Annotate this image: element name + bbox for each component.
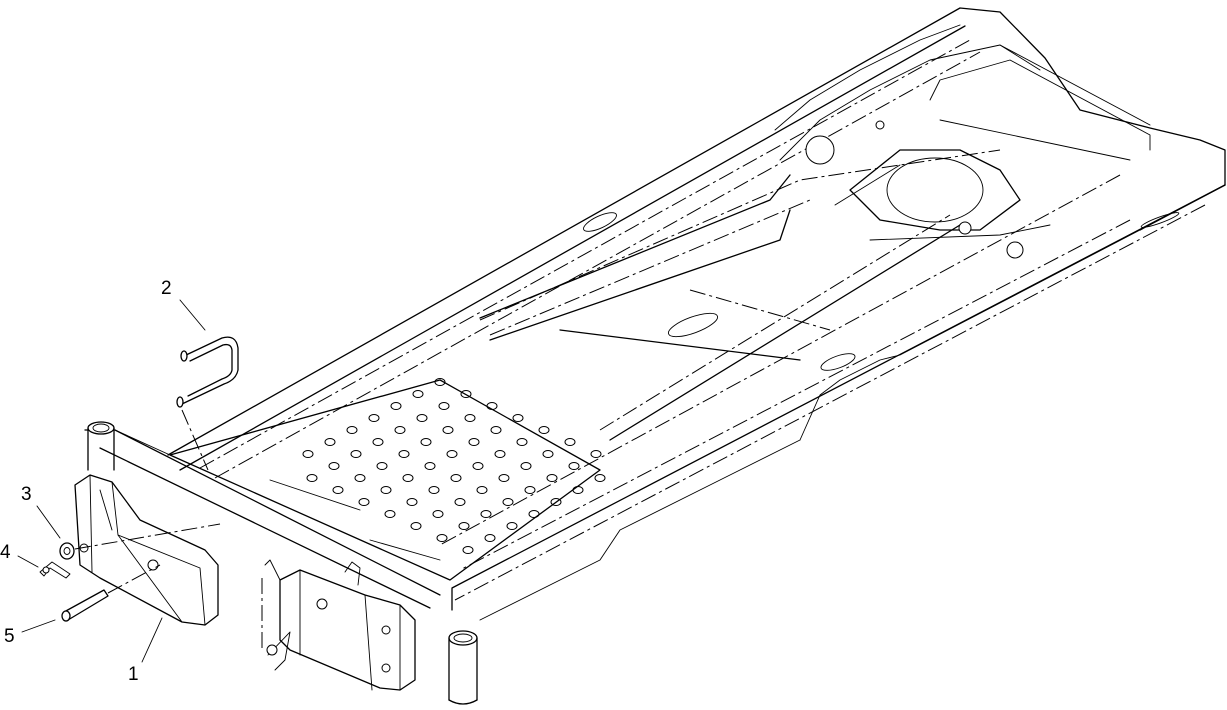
perforation-hole [546,474,558,482]
perforation-hole [390,402,402,410]
perforation-hole [590,450,602,458]
footplate-outline [169,379,601,581]
perforation-hole [506,522,518,530]
perforation-hole [332,486,344,494]
perforation-hole [406,498,418,506]
perforation-hole [354,474,366,482]
perforation-hole [462,546,474,554]
leader-lines [17,299,206,663]
perforation-hole [372,438,384,446]
perforation-hole [402,474,414,482]
perforation-hole [486,402,498,410]
right-post [448,630,478,705]
perforation-hole [398,450,410,458]
perforation-hole [432,510,444,518]
perforation-hole [328,462,340,470]
callout-2: 2 [161,278,172,299]
perforation-hole [410,522,422,530]
perforation-hole [306,474,318,482]
perforation-hole [476,486,488,494]
perforation-hole [502,498,514,506]
hairpin-clip-part [39,561,71,579]
perforation-hole [542,450,554,458]
perforation-hole [376,462,388,470]
perforation-hole [464,414,476,422]
perforation-hole [494,450,506,458]
washer-part [59,523,221,560]
right-hairpin-clip [261,578,291,671]
perforation-hole [442,426,454,434]
perforation-hole [454,498,466,506]
perforation-hole [472,462,484,470]
perforation-hole [346,426,358,434]
perforation-hole [564,438,576,446]
perforation-hole [516,438,528,446]
perforation-hole [450,474,462,482]
clevis-pin-part [61,564,161,622]
perforation-hole [468,438,480,446]
callout-3: 3 [21,484,32,505]
perforation-hole [428,486,440,494]
callout-5: 5 [4,626,15,647]
perforation-hole [512,414,524,422]
perforation-hole [380,486,392,494]
perforation-hole [384,510,396,518]
perforation-hole [394,426,406,434]
perforation-hole [572,486,584,494]
perforation-hole [594,474,606,482]
perforation-hole [324,438,336,446]
perforation-hole [302,450,314,458]
left-bumper [74,474,219,626]
callout-1: 1 [128,664,139,685]
perforation-hole [350,450,362,458]
right-bumper [264,559,416,691]
perforation-hole [412,390,424,398]
u-handle-part [176,336,239,471]
footplate-slot [369,539,441,561]
perforation-hole [358,498,370,506]
callout-4: 4 [0,542,11,563]
perforation-hole [424,462,436,470]
mower-frame [84,7,1226,621]
footplate-slot [269,479,361,511]
perforation-hole [520,462,532,470]
perforation-hole [416,414,428,422]
perforation-hole [568,462,580,470]
perforation-hole [368,414,380,422]
perforation-hole [524,486,536,494]
perforation-hole [484,534,496,542]
footplate-perforations [302,378,606,554]
perforation-hole [446,450,458,458]
perforation-hole [420,438,432,446]
left-post [87,421,115,471]
perforation-hole [498,474,510,482]
perforation-hole [458,522,470,530]
perforation-hole [538,426,550,434]
perforation-hole [490,426,502,434]
perforation-hole [438,402,450,410]
perforation-hole [436,534,448,542]
perforation-hole [480,510,492,518]
